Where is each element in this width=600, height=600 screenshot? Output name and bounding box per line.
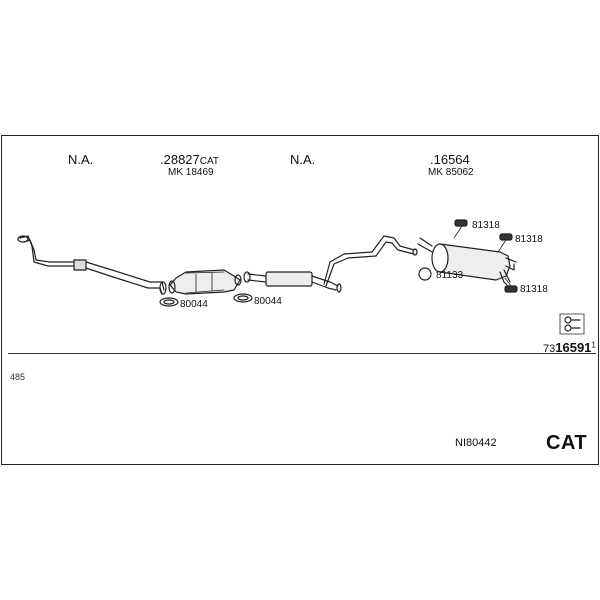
part-sub-4: MK 85062 <box>428 167 474 178</box>
diagram-frame <box>1 135 599 465</box>
label-hanger-bottom: 81318 <box>520 284 548 295</box>
reference-prefix: 73 <box>543 343 556 355</box>
part-label-4: .16564 <box>430 152 470 167</box>
ring-81133 <box>418 267 432 281</box>
rear-muffler <box>417 237 517 287</box>
part-label-2-code: .28827 <box>160 152 200 167</box>
middle-pipe <box>243 235 418 293</box>
label-gasket-1: 80044 <box>180 299 208 310</box>
front-pipe <box>17 235 167 295</box>
reference-number: 73165911 <box>543 340 596 355</box>
hanger-top <box>454 219 468 227</box>
gasket-2 <box>233 293 253 303</box>
clamp-icon <box>559 313 585 335</box>
reference-main: 16591 <box>555 340 592 355</box>
catalytic-converter <box>168 269 242 295</box>
part-label-2: .28827CAT <box>160 152 219 167</box>
label-gasket-2: 80044 <box>254 296 282 307</box>
set-number: NI80442 <box>455 437 497 449</box>
hanger-right <box>499 233 513 241</box>
part-label-3: N.A. <box>290 152 316 167</box>
label-hanger-top: 81318 <box>472 220 500 231</box>
cat-badge: CAT <box>546 432 588 454</box>
reference-suffix: 1 <box>591 340 596 350</box>
divider-line <box>8 353 596 354</box>
label-hanger-right: 81318 <box>515 234 543 245</box>
part-sub-2: MK 18469 <box>168 167 214 178</box>
hanger-bottom <box>504 285 518 293</box>
part-label-2-suffix: CAT <box>199 156 220 167</box>
part-label-1: N.A. <box>68 152 94 167</box>
gasket-1 <box>159 297 179 307</box>
length-note: 485 <box>10 372 26 382</box>
label-ring: 81133 <box>436 270 464 281</box>
